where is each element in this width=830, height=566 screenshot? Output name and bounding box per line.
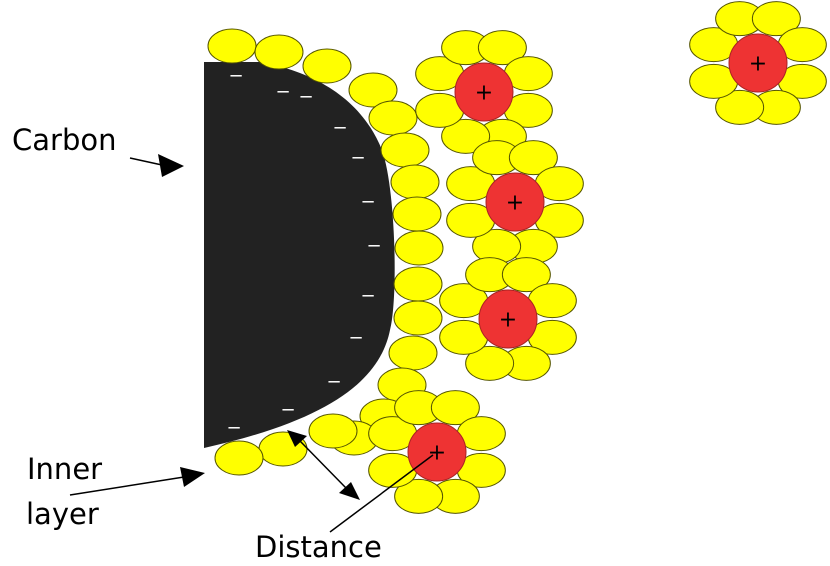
negative-charge: −: [366, 236, 381, 257]
positive-charge: +: [475, 81, 493, 106]
positive-charge: +: [428, 441, 446, 466]
inner-solvent-molecule: [308, 413, 358, 449]
negative-charges: −−−−−−−−−−−−: [226, 66, 381, 439]
solvent-molecule: [477, 30, 527, 66]
negative-charge: −: [326, 372, 341, 393]
negative-charge: −: [348, 328, 363, 349]
label-arrows: [69, 154, 434, 533]
distance-arrow-head-end: [339, 482, 360, 500]
solvent-molecule: [501, 257, 551, 293]
solvated-cation: +: [368, 390, 506, 514]
solvated-cation: +: [446, 140, 584, 264]
inner-solvent-molecule: [302, 48, 352, 84]
inner-solvent-molecule: [394, 230, 444, 266]
inner-solvent-molecule: [254, 34, 304, 70]
solvent-molecule: [715, 89, 765, 125]
inner-solvent-molecule: [393, 266, 443, 302]
inner-solvent-layer: [207, 28, 444, 476]
solvated-cations: + + + + +: [368, 1, 827, 514]
negative-charge: −: [360, 286, 375, 307]
negative-charge: −: [298, 87, 313, 108]
solvated-cation: +: [439, 257, 577, 381]
negative-charge: −: [360, 192, 375, 213]
inner-layer-arrow-head: [180, 467, 205, 487]
positive-charge: +: [506, 191, 524, 216]
inner-solvent-molecule: [214, 440, 264, 476]
inner-solvent-molecule: [380, 132, 430, 168]
inner-solvent-molecule: [390, 164, 440, 200]
solvated-cation: +: [415, 30, 553, 154]
distance-leader-line: [329, 454, 434, 533]
inner-solvent-molecule: [348, 72, 398, 108]
negative-charge: −: [280, 400, 295, 421]
solvent-molecule: [394, 478, 444, 514]
solvent-molecule: [441, 118, 491, 154]
negative-charge: −: [275, 82, 290, 103]
solvated-cation: +: [689, 1, 827, 125]
solvent-molecule: [430, 390, 480, 426]
cation: [454, 62, 514, 122]
negative-charge: −: [228, 66, 243, 87]
solvent-molecule: [751, 1, 801, 37]
solvent-molecule: [465, 345, 515, 381]
inner-solvent-molecule: [368, 100, 418, 136]
distance-label: Distance: [255, 530, 382, 564]
cation: [478, 289, 538, 349]
cation: [728, 33, 788, 93]
cation: [407, 422, 467, 482]
inner-layer-label-line1: Inner: [27, 452, 103, 486]
positive-charge: +: [749, 52, 767, 77]
inner-solvent-molecule: [388, 335, 438, 371]
negative-charge: −: [226, 418, 241, 439]
carbon-arrow-line: [129, 157, 163, 166]
positive-charge: +: [499, 308, 517, 333]
carbon-electrode: [204, 62, 395, 448]
distance-arrow-line: [299, 440, 347, 489]
cation: [485, 172, 545, 232]
negative-charge: −: [332, 118, 347, 139]
negative-charge: −: [350, 148, 365, 169]
inner-solvent-molecule: [393, 300, 443, 336]
solvent-molecule: [508, 140, 558, 176]
inner-solvent-molecule: [392, 196, 442, 232]
distance-arrow-head-start: [287, 430, 307, 447]
carbon-arrow-head: [158, 154, 184, 177]
inner-layer-arrow-line: [69, 476, 185, 496]
inner-solvent-molecule: [207, 28, 257, 64]
inner-layer-label-line2: layer: [26, 497, 99, 531]
carbon-label: Carbon: [12, 123, 117, 157]
